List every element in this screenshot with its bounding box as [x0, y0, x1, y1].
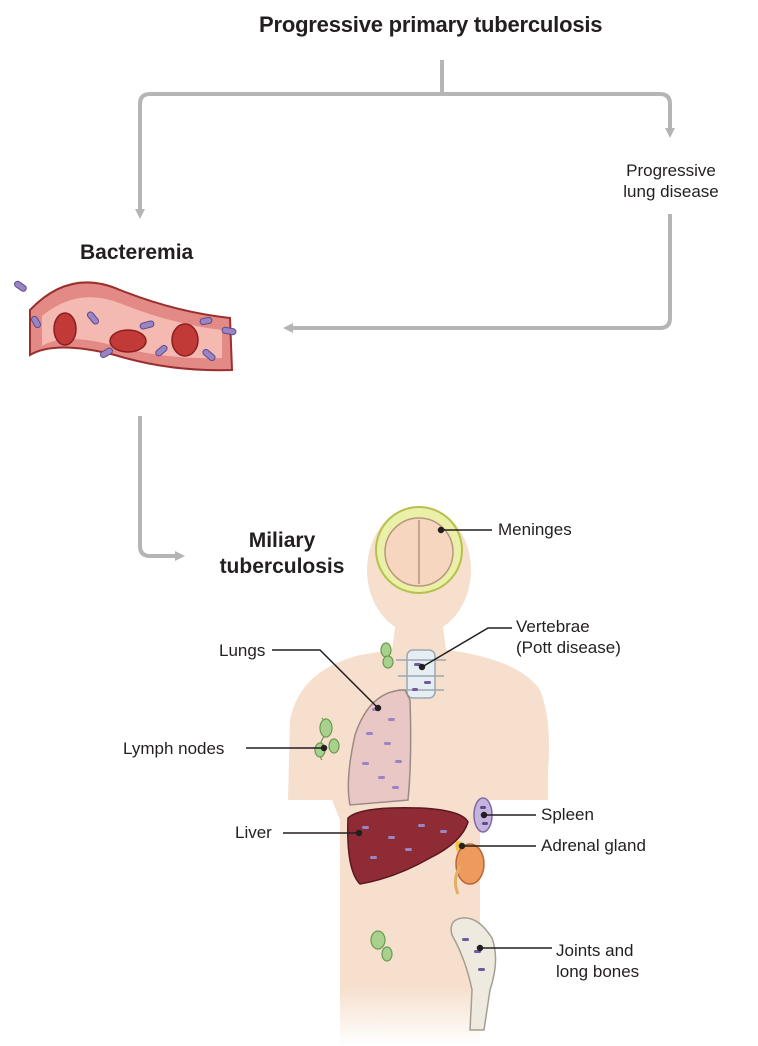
miliary-label: Miliary tuberculosis — [200, 528, 364, 580]
flow-arrows — [135, 60, 675, 561]
meninges-label: Meninges — [498, 520, 572, 539]
progressive-lung-line2: lung disease — [623, 182, 719, 201]
kidney-icon — [453, 841, 485, 895]
blood-cell — [171, 323, 199, 357]
progressive-lung-line1: Progressive — [626, 161, 716, 180]
joints-line1: Joints and — [556, 941, 634, 960]
liver-icon — [347, 806, 469, 885]
joints-label: Joints and long bones — [556, 940, 639, 982]
progressive-lung-label: Progressive lung disease — [615, 160, 727, 202]
lungs-label: Lungs — [219, 641, 266, 660]
lymph-node-icon — [314, 642, 394, 962]
diagram-title: Progressive primary tuberculosis — [259, 12, 603, 37]
brain-icon — [375, 506, 463, 594]
liver-label: Liver — [235, 823, 272, 842]
vertebrae-line1: Vertebrae — [516, 617, 590, 636]
blood-vessel-icon — [14, 280, 237, 372]
miliary-line1: Miliary — [248, 529, 316, 552]
lung-icon — [347, 689, 412, 806]
leader-lines — [246, 526, 552, 952]
arrow-lung-to-bacteremia — [283, 214, 672, 333]
arrow-to-miliary — [138, 416, 185, 561]
vertebra-icon — [396, 649, 446, 699]
blood-cell — [53, 312, 77, 346]
adrenal-gland-label: Adrenal gland — [541, 836, 646, 855]
blood-cell — [109, 329, 147, 353]
joints-line2: long bones — [556, 962, 640, 981]
vertebrae-line2: (Pott disease) — [516, 638, 621, 657]
femur-icon — [450, 917, 497, 1031]
vertebrae-label: Vertebrae (Pott disease) — [516, 616, 621, 658]
arrow-to-lung-disease — [442, 92, 675, 138]
arrow-to-bacteremia — [135, 92, 442, 219]
lymph-nodes-label: Lymph nodes — [123, 739, 225, 758]
bacteremia-label: Bacteremia — [80, 241, 194, 264]
miliary-line2: tuberculosis — [219, 555, 345, 578]
spleen-label: Spleen — [541, 805, 594, 824]
